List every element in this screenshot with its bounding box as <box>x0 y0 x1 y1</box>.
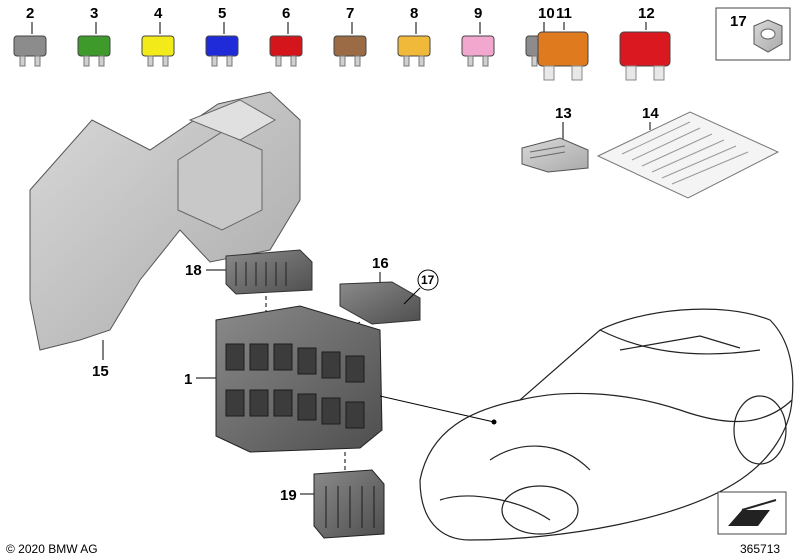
fuse-label: 9 <box>474 5 482 22</box>
fuse-item: 6 <box>269 5 303 67</box>
part-18: 18 <box>185 249 313 320</box>
maxi-fuse-label: 11 <box>556 5 572 22</box>
part-1-label: 1 <box>184 371 192 388</box>
connector-16-icon <box>339 281 421 325</box>
part-18-label: 18 <box>185 262 202 279</box>
part-14-label: 14 <box>642 105 659 122</box>
fuse-body-icon <box>333 35 367 57</box>
fuse-leg <box>147 55 154 67</box>
connector-19-icon <box>313 469 385 539</box>
callout-17-circle <box>417 269 439 291</box>
fuse-leg <box>467 55 474 67</box>
fuse-label: 3 <box>90 5 98 22</box>
fuse-body-icon <box>461 35 495 57</box>
part-19-label: 19 <box>280 487 297 504</box>
maxi-fuse-body-icon <box>537 31 589 67</box>
maxi-fuse-item: 12 <box>619 5 671 81</box>
fuse-leg <box>418 55 425 67</box>
fuse-body-icon <box>141 35 175 57</box>
maxi-fuse-leg <box>653 65 665 81</box>
fuse-leg <box>34 55 41 67</box>
fuse-label: 5 <box>218 5 226 22</box>
fuse-label: 4 <box>154 5 163 22</box>
front-wheel <box>501 485 579 535</box>
fuse-body-icon <box>397 35 431 57</box>
fuse-leg <box>354 55 361 67</box>
fuse-row: 2 3 4 5 6 7 8 9 10 <box>13 5 559 67</box>
part-14: 14 <box>596 105 780 199</box>
fuse-leg <box>403 55 410 67</box>
fuse-body-icon <box>269 35 303 57</box>
fuse-item: 5 <box>205 5 239 67</box>
maxi-fuse-item: 11 <box>537 5 589 81</box>
fuse-leg <box>290 55 297 67</box>
part-15-label: 15 <box>92 363 109 380</box>
fuse-leg <box>83 55 90 67</box>
clip-icon <box>521 137 589 173</box>
maxi-fuse-body-icon <box>619 31 671 67</box>
callout-17-label: 17 <box>421 273 435 287</box>
part-19: 19 <box>280 469 385 539</box>
fuse-leg <box>531 55 538 67</box>
fuse-body-icon <box>77 35 111 57</box>
label-sheet-icon <box>596 111 780 199</box>
fuse-label: 6 <box>282 5 290 22</box>
fuse-leg <box>482 55 489 67</box>
maxi-fuse-row: 11 12 <box>537 5 671 81</box>
part-13-label: 13 <box>555 105 572 122</box>
maxi-fuse-leg <box>543 65 555 81</box>
part-15-bracket: 15 <box>29 91 301 380</box>
nut-label: 17 <box>730 13 747 30</box>
fuse-item: 4 <box>141 5 175 67</box>
fuse-body-icon <box>13 35 47 57</box>
rear-wheel <box>733 395 787 465</box>
fuse-leg <box>211 55 218 67</box>
fuse-leg <box>19 55 26 67</box>
nut-part: 17 <box>715 7 791 61</box>
fuse-item: 9 <box>461 5 495 67</box>
copyright-text: © 2020 BMW AG <box>6 542 98 556</box>
fuse-leg <box>226 55 233 67</box>
part-16-label: 16 <box>372 255 389 272</box>
fuse-leg <box>275 55 282 67</box>
fuse-item: 2 <box>13 5 47 67</box>
connector-18-icon <box>225 249 313 295</box>
fuse-body-icon <box>205 35 239 57</box>
maxi-fuse-leg <box>625 65 637 81</box>
part-1-fusebox: 1 <box>184 305 497 470</box>
fuse-label: 8 <box>410 5 418 22</box>
part-13: 13 <box>521 105 589 173</box>
bracket-icon <box>29 91 301 351</box>
fuse-leg <box>162 55 169 67</box>
fuse-label: 7 <box>346 5 354 22</box>
maxi-fuse-leg <box>571 65 583 81</box>
diagram-id-text: 365713 <box>740 542 780 556</box>
arrow-icon <box>728 510 770 526</box>
fuse-item: 3 <box>77 5 111 67</box>
fuse-item: 7 <box>333 5 367 67</box>
fuse-leg <box>98 55 105 67</box>
fuse-label: 10 <box>538 5 555 22</box>
fuse-item: 8 <box>397 5 431 67</box>
car-outline <box>419 308 794 541</box>
orientation-badge <box>717 491 787 535</box>
fuse-label: 2 <box>26 5 34 22</box>
maxi-fuse-label: 12 <box>638 5 655 22</box>
fuse-leg <box>339 55 346 67</box>
